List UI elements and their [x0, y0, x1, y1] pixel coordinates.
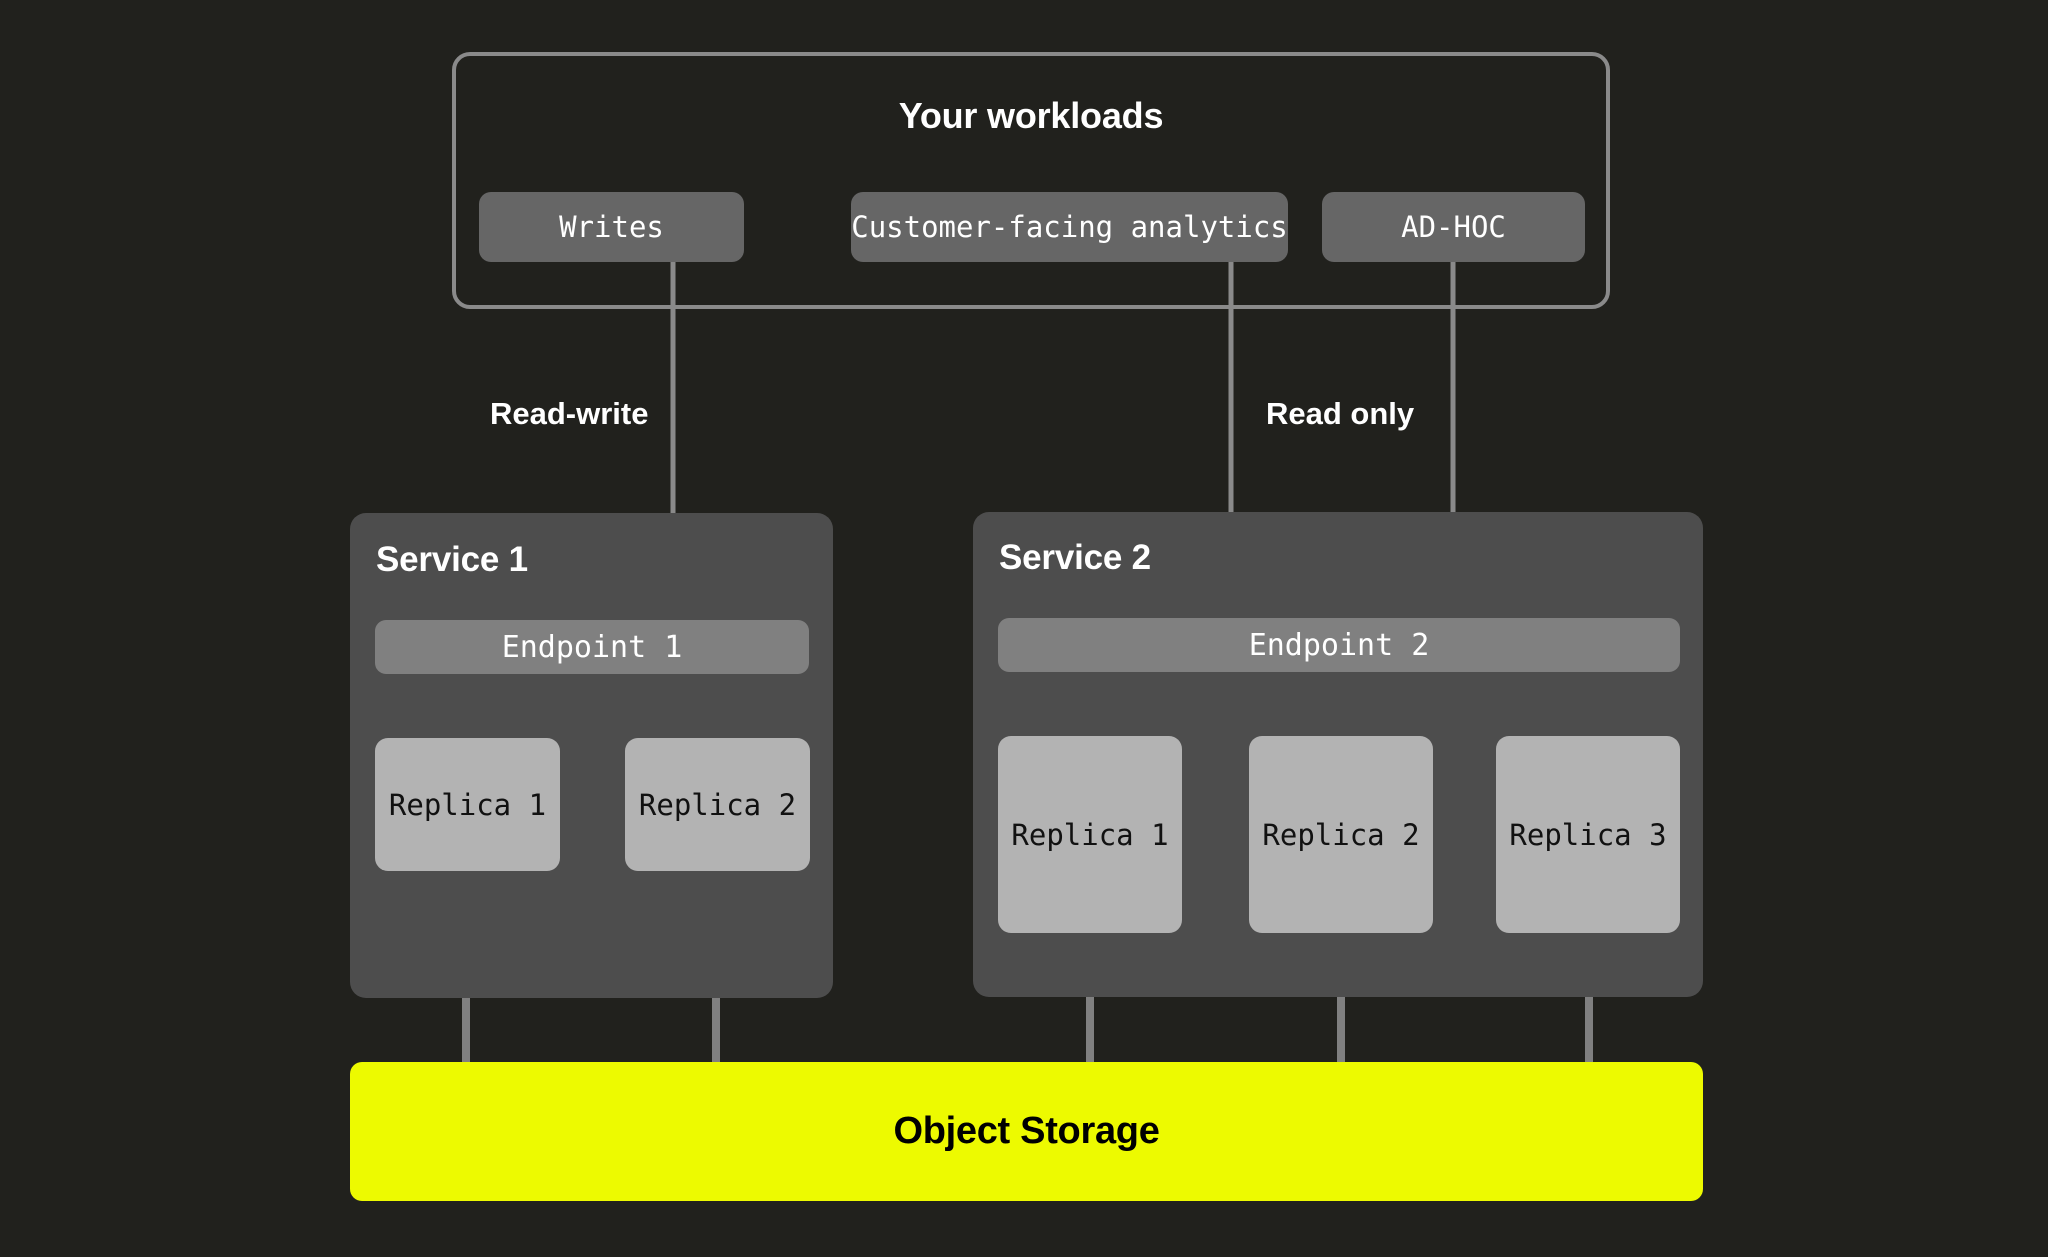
workload-button-writes-label: Writes [559, 210, 664, 244]
endpoint-2[interactable]: Endpoint 2 [998, 618, 1680, 672]
workloads-title: Your workloads [898, 95, 1164, 136]
flow-label-read-write: Read-write [490, 396, 649, 431]
flow-label-read-only: Read only [1266, 396, 1415, 431]
service-1-replica-2[interactable]: Replica 2 [625, 738, 810, 871]
service-2-replica-2[interactable]: Replica 2 [1249, 736, 1433, 933]
service-1-replica-1[interactable]: Replica 1 [375, 738, 560, 871]
endpoint-1-label: Endpoint 1 [501, 629, 683, 665]
object-storage-bar[interactable]: Object Storage [350, 1062, 1703, 1201]
workload-button-ad-hoc[interactable]: AD-HOC [1322, 192, 1585, 262]
workload-button-ad-hoc-label: AD-HOC [1401, 210, 1506, 244]
service-1-replica-1-label: Replica 1 [388, 787, 547, 822]
service-title-1: Service 1 [376, 540, 528, 579]
workload-button-writes[interactable]: Writes [479, 192, 744, 262]
service-2-replica-1-label: Replica 1 [1011, 817, 1169, 852]
endpoint-1[interactable]: Endpoint 1 [375, 620, 809, 674]
service-2-replica-2-label: Replica 2 [1262, 817, 1420, 852]
service-2-replica-1[interactable]: Replica 1 [998, 736, 1182, 933]
workload-button-customer-facing-analytics[interactable]: Customer-facing analytics [851, 192, 1288, 262]
service-2-replica-3[interactable]: Replica 3 [1496, 736, 1680, 933]
service-title-2: Service 2 [999, 538, 1151, 577]
workloads-container [452, 52, 1610, 309]
service-2-replica-3-label: Replica 3 [1509, 817, 1667, 852]
endpoint-2-label: Endpoint 2 [1248, 627, 1430, 663]
object-storage-label: Object Storage [893, 1110, 1160, 1152]
service-1-replica-2-label: Replica 2 [638, 787, 797, 822]
workload-button-customer-facing-analytics-label: Customer-facing analytics [851, 210, 1288, 244]
